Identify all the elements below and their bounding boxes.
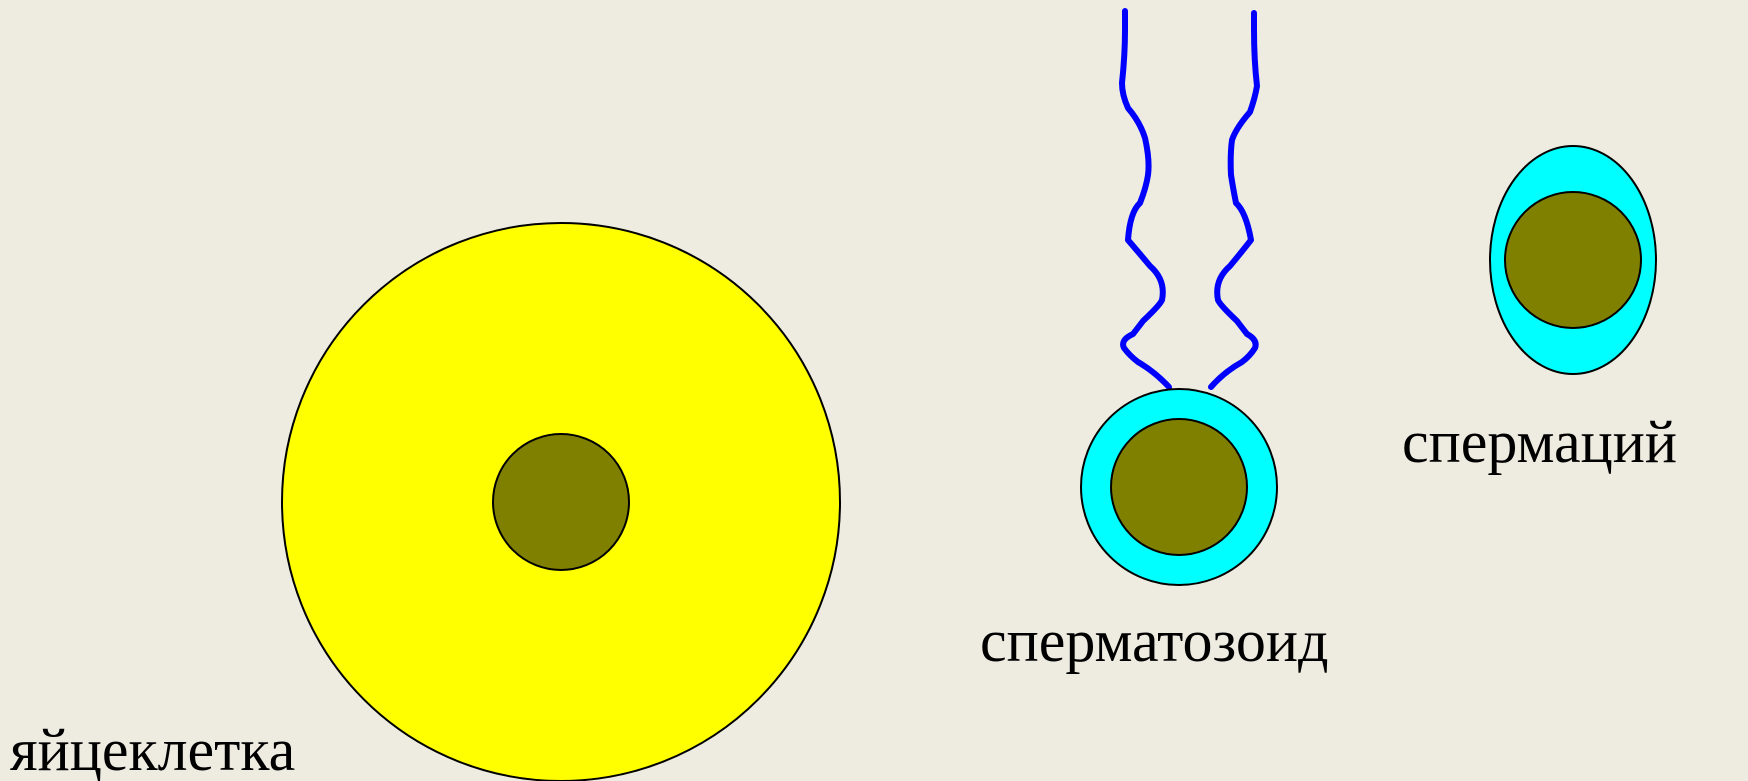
egg-cell-label: яйцеклетка bbox=[10, 720, 295, 780]
spermatozoid-nucleus bbox=[1111, 419, 1247, 555]
spermatium-label: спермаций bbox=[1402, 412, 1677, 472]
spermatozoid bbox=[1081, 11, 1277, 585]
spermatozoid-label: сперматозоид bbox=[980, 611, 1329, 671]
spermatium-nucleus bbox=[1505, 192, 1641, 328]
left-flagellum bbox=[1122, 11, 1169, 387]
right-flagellum bbox=[1211, 13, 1257, 387]
spermatium bbox=[1490, 146, 1656, 374]
egg-cell-nucleus bbox=[493, 434, 629, 570]
egg-cell bbox=[282, 223, 840, 781]
